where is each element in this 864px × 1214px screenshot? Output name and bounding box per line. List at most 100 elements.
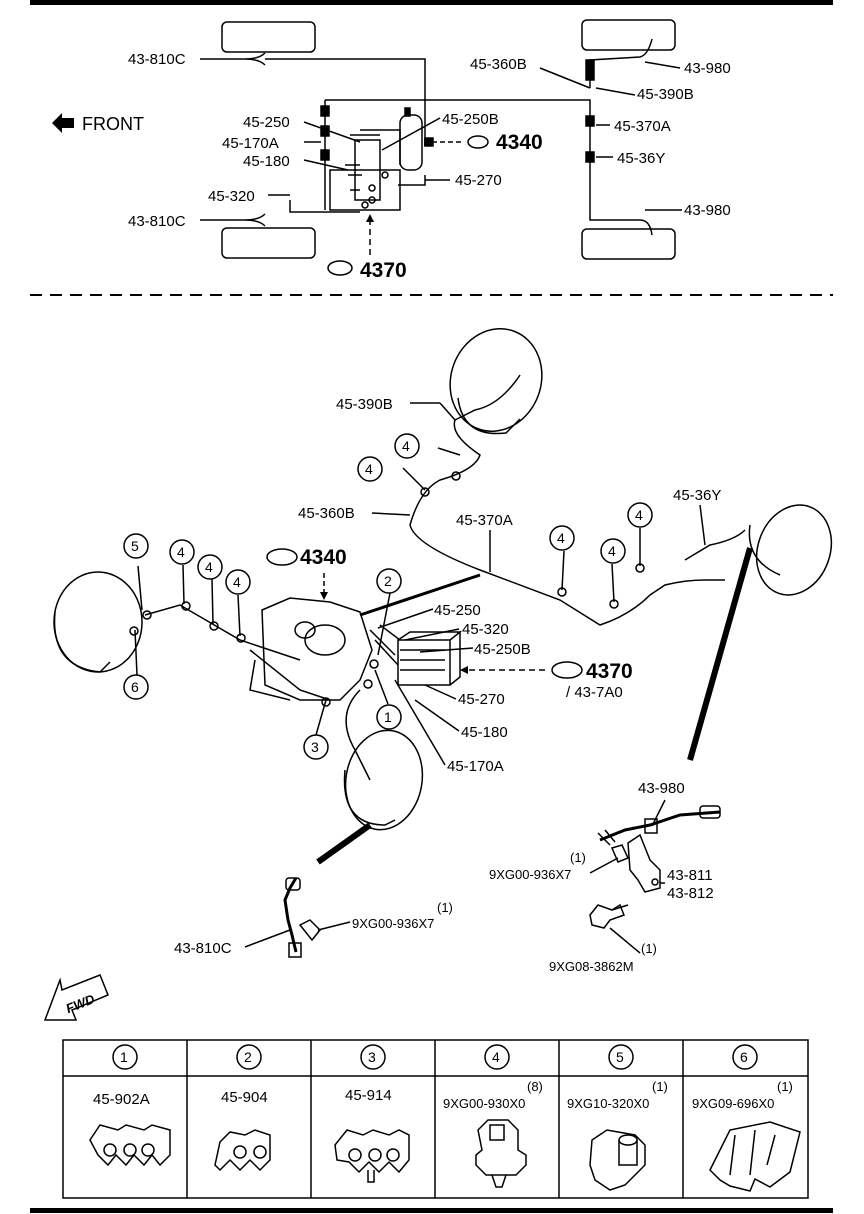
brake-booster bbox=[399, 114, 423, 171]
detail-hose-43-810C bbox=[283, 877, 298, 953]
table-part-number: 9XG09-696X0 bbox=[692, 1096, 774, 1111]
label-4340-top: 4340 bbox=[496, 131, 543, 154]
leader-45-360B bbox=[539, 67, 591, 89]
callout-4: 4 bbox=[608, 543, 616, 559]
callout-3-circle bbox=[303, 734, 329, 760]
label-43-980-top: 43-980 bbox=[684, 60, 731, 77]
line-top-to-unit bbox=[265, 58, 426, 145]
label-9XG08-3862M: 9XG08-3862M bbox=[549, 959, 634, 974]
label-9XG00-936X7-b-qty: (1) bbox=[437, 900, 453, 915]
callout-2-circle bbox=[376, 568, 402, 594]
overview-diagram bbox=[200, 19, 682, 276]
table-col-num: 3 bbox=[368, 1049, 376, 1065]
label-45-36Y-detail: 45-36Y bbox=[673, 487, 721, 504]
hose-front bbox=[316, 822, 372, 865]
table-col-num: 5 bbox=[616, 1049, 624, 1065]
label-45-370A-top: 45-370A bbox=[614, 118, 671, 135]
table-part-number: 9XG10-320X0 bbox=[567, 1096, 649, 1111]
fwd-arrow-icon bbox=[43, 974, 109, 1021]
label-43-811: 43-811 bbox=[667, 867, 713, 884]
clip-45-904-illustration bbox=[214, 1129, 271, 1172]
line-43-810C-bottom bbox=[200, 213, 266, 227]
table-col-num: 4 bbox=[492, 1049, 500, 1065]
detail-bracket bbox=[249, 649, 331, 701]
table-part-number: 45-904 bbox=[221, 1089, 268, 1106]
wheel-rear-right bbox=[581, 228, 676, 260]
label-45-320-detail: 45-320 bbox=[462, 621, 509, 638]
label-43-810C-top: 43-810C bbox=[128, 51, 186, 68]
table-part-number: 45-902A bbox=[93, 1091, 150, 1108]
wheel-front-left bbox=[221, 21, 316, 53]
label-4340-detail: 4340 bbox=[300, 546, 347, 569]
label-45-360B-detail: 45-360B bbox=[298, 505, 355, 522]
label-45-36Y-top: 45-36Y bbox=[617, 150, 665, 167]
label-45-370A-detail: 45-370A bbox=[456, 512, 513, 529]
label-4370-top: 4370 bbox=[360, 259, 407, 282]
hose-rear bbox=[687, 547, 753, 761]
callout-4: 4 bbox=[557, 530, 565, 546]
callout-4: 4 bbox=[205, 559, 213, 575]
callout-5: 5 bbox=[131, 538, 139, 554]
pipe-front-right bbox=[345, 689, 371, 781]
label-4370-detail: 4370 bbox=[586, 660, 633, 683]
table-col-num: 2 bbox=[244, 1049, 252, 1065]
callout-5-circle bbox=[123, 533, 149, 559]
clip-9XG10-320X0-illustration bbox=[589, 1129, 646, 1191]
pipe-front-left bbox=[144, 604, 301, 661]
wheel-front-right bbox=[221, 227, 316, 259]
pipe-45-370A-section bbox=[359, 573, 481, 617]
callout-2: 2 bbox=[384, 573, 392, 589]
table-part-qty: (8) bbox=[527, 1079, 543, 1094]
wheel-rear-left bbox=[581, 19, 676, 51]
label-43-810C-detail: 43-810C bbox=[174, 940, 232, 957]
detail-bracket-43-811 bbox=[627, 833, 661, 893]
wheel-detail-front-right bbox=[344, 729, 424, 831]
label-45-390B-top: 45-390B bbox=[637, 86, 694, 103]
clip-9XG00-930X0-illustration bbox=[475, 1119, 527, 1188]
label-45-270-top: 45-270 bbox=[455, 172, 502, 189]
label-45-250-top: 45-250 bbox=[243, 114, 290, 131]
master-cylinder bbox=[354, 139, 381, 201]
clip-9XG09-696X0-illustration bbox=[709, 1121, 801, 1192]
line-rear-right-end bbox=[639, 219, 653, 236]
label-9XG00-936X7-a: 9XG00-936X7 bbox=[489, 867, 571, 882]
label-45-170A-top: 45-170A bbox=[222, 135, 279, 152]
detail-booster bbox=[261, 597, 373, 701]
detail-hydraulic-unit bbox=[397, 639, 451, 686]
detail-clip-43-810C bbox=[298, 919, 322, 942]
label-fwd: FWD bbox=[64, 991, 98, 1016]
callout-4: 4 bbox=[365, 461, 373, 477]
label-45-180-top: 45-180 bbox=[243, 153, 290, 170]
callout-1-circle bbox=[376, 704, 402, 730]
label-45-250-detail: 45-250 bbox=[434, 602, 481, 619]
table-col-num: 1 bbox=[120, 1049, 128, 1065]
clip-45-914-illustration bbox=[334, 1129, 410, 1183]
front-arrow-icon bbox=[52, 113, 74, 133]
wheel-detail-front-left bbox=[53, 571, 143, 673]
line-43-810C-top bbox=[200, 52, 266, 66]
callout-4: 4 bbox=[177, 544, 185, 560]
callout-1: 1 bbox=[384, 709, 392, 725]
table-part-number: 9XG00-930X0 bbox=[443, 1096, 525, 1111]
label-9XG00-936X7-a-qty: (1) bbox=[570, 850, 586, 865]
wheel-detail-rear-left bbox=[449, 328, 543, 432]
detail-hose-43-980 bbox=[599, 810, 721, 842]
label-43-980-bottom: 43-980 bbox=[684, 202, 731, 219]
callout-3: 3 bbox=[311, 739, 319, 755]
label-45-250B-top: 45-250B bbox=[442, 111, 499, 128]
label-43-812: 43-812 bbox=[667, 885, 714, 902]
label-front: FRONT bbox=[82, 114, 144, 134]
label-45-170A-detail: 45-170A bbox=[447, 758, 504, 775]
callout-6-circle bbox=[123, 674, 149, 700]
label-45-270-detail: 45-270 bbox=[458, 691, 505, 708]
table-col-num: 6 bbox=[740, 1049, 748, 1065]
label-43-810C-bottom: 43-810C bbox=[128, 213, 186, 230]
hydraulic-unit bbox=[329, 169, 401, 211]
label-45-320-top: 45-320 bbox=[208, 188, 255, 205]
callout-6: 6 bbox=[131, 679, 139, 695]
callout-4: 4 bbox=[635, 507, 643, 523]
pipe-rear-run bbox=[409, 374, 725, 626]
clip-45-902A-illustration bbox=[89, 1124, 171, 1167]
table-part-qty: (1) bbox=[777, 1079, 793, 1094]
